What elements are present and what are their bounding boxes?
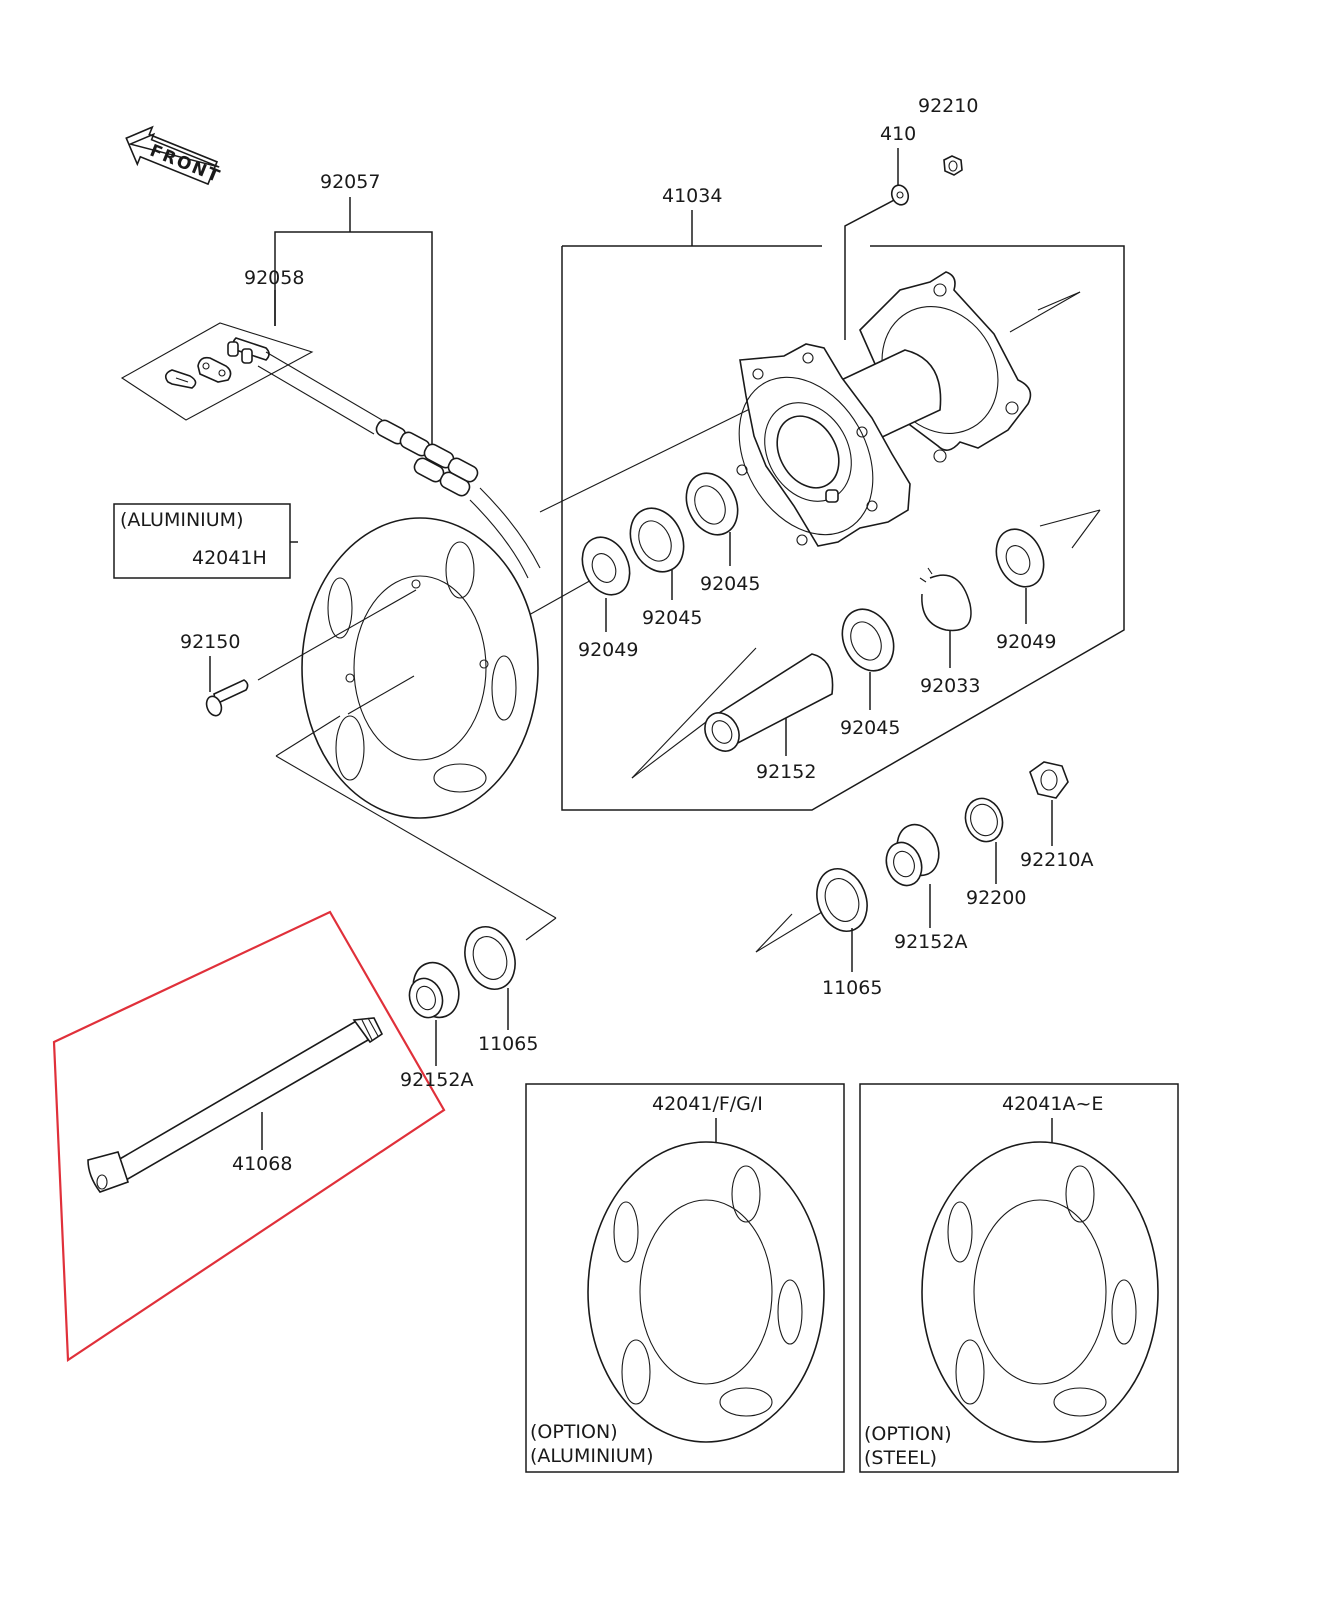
label-42041H: 42041H xyxy=(192,547,267,569)
aluminium-note-box xyxy=(113,503,298,579)
chain-clip xyxy=(164,369,197,389)
label-92152: 92152 xyxy=(756,761,816,783)
label-410: 410 xyxy=(880,123,916,145)
front-arrow-icon: FRONT xyxy=(125,125,224,187)
label-option-steel-line2: (STEEL) xyxy=(864,1447,937,1469)
label-92033: 92033 xyxy=(920,675,980,697)
part-11065-seal-left xyxy=(464,926,516,990)
label-92152A-right: 92152A xyxy=(894,931,967,953)
part-92049-seal-left xyxy=(581,536,631,596)
label-option-aluminium-part: 42041/F/G/I xyxy=(652,1093,763,1115)
chain-side-plate xyxy=(197,356,232,383)
rear-hub xyxy=(736,271,1032,547)
label-92150: 92150 xyxy=(180,631,240,653)
label-option-steel-part: 42041A~E xyxy=(1002,1093,1103,1115)
option-box-aluminium xyxy=(525,1083,845,1473)
part-41068-axle xyxy=(87,1017,384,1193)
label-92200: 92200 xyxy=(966,887,1026,909)
label-92049-right: 92049 xyxy=(996,631,1056,653)
part-92210A-nut xyxy=(1029,761,1069,799)
label-92210: 92210 xyxy=(918,95,978,117)
label-92045-b: 92045 xyxy=(700,573,760,595)
part-92045-bearing-a xyxy=(629,507,685,573)
sprocket-42041H xyxy=(301,517,539,819)
part-11065-seal-right xyxy=(816,868,868,932)
label-aluminium-note: (ALUMINIUM) xyxy=(120,509,243,531)
part-92152A-collar-right xyxy=(885,823,940,887)
part-92033-circlip xyxy=(919,567,972,632)
part-92045-bearing-b xyxy=(685,472,739,536)
chain-master-link xyxy=(227,337,270,364)
part-92200-washer xyxy=(964,797,1004,843)
part-92210-nut xyxy=(943,155,963,176)
part-410-washer xyxy=(890,184,910,206)
label-92045-c: 92045 xyxy=(840,717,900,739)
part-92045-bearing-c xyxy=(841,608,895,672)
label-11065-left: 11065 xyxy=(478,1033,538,1055)
chain-links xyxy=(375,419,479,497)
part-92049-seal-right xyxy=(995,528,1045,588)
hub-assembly-box xyxy=(519,148,1125,811)
label-11065-right: 11065 xyxy=(822,977,882,999)
highlight-outline xyxy=(52,910,446,1362)
label-option-steel-line1: (OPTION) xyxy=(864,1423,952,1445)
label-92210A: 92210A xyxy=(1020,849,1093,871)
part-92152A-collar-left xyxy=(408,961,460,1019)
label-41034: 41034 xyxy=(662,185,722,207)
label-option-aluminium-line1: (OPTION) xyxy=(530,1421,618,1443)
chain-assembly xyxy=(120,197,541,579)
part-92152-spacer xyxy=(704,653,834,752)
part-92150-bolt xyxy=(205,679,249,717)
option-box-steel xyxy=(859,1083,1179,1473)
label-92049-left: 92049 xyxy=(578,639,638,661)
label-92058: 92058 xyxy=(244,267,304,289)
label-41068: 41068 xyxy=(232,1153,292,1175)
label-option-aluminium-line2: (ALUMINIUM) xyxy=(530,1445,653,1467)
label-92057: 92057 xyxy=(320,171,380,193)
label-92152A-left: 92152A xyxy=(400,1069,473,1091)
label-92045-a: 92045 xyxy=(642,607,702,629)
